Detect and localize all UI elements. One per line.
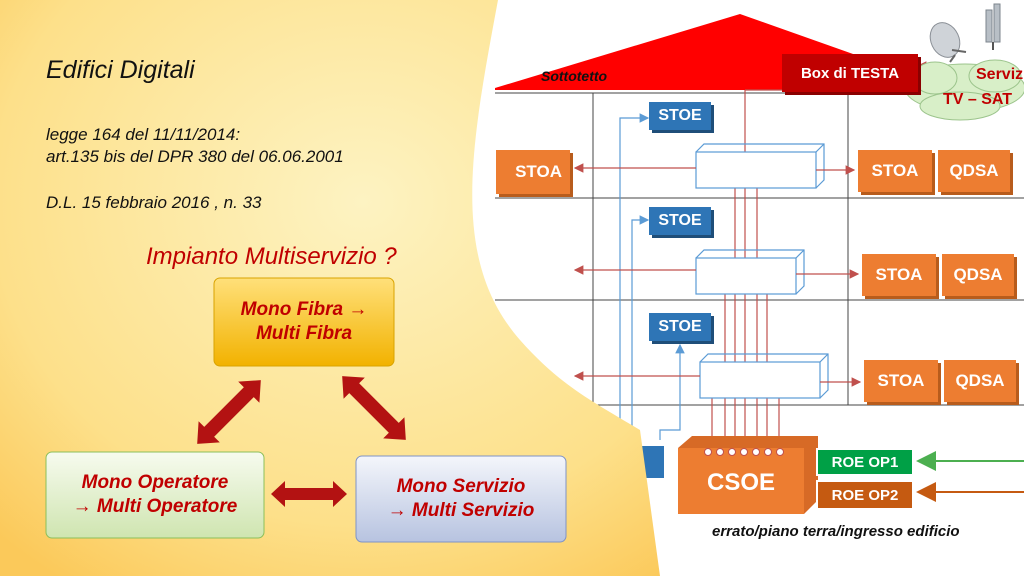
box-servizio: Mono Servizio → Multi Servizio <box>356 456 566 542</box>
slide-title: Edifici Digitali <box>46 56 195 84</box>
roof-label: Sottotetto <box>541 68 608 84</box>
box-servizio-bg <box>355 455 567 543</box>
stoe-box-floor2: STOE <box>649 207 711 235</box>
building-diagram <box>495 3 1024 514</box>
stoe-box-floor1: STOE <box>649 313 711 341</box>
box-operatore: Mono Operatore → Multi Operatore <box>46 452 264 538</box>
antenna-icon <box>985 3 1001 50</box>
box-fibra-bg <box>213 277 395 367</box>
stoa-right-floor3: STOA <box>858 150 932 192</box>
law-ref-line2: art.135 bis del DPR 380 del 06.06.2001 <box>46 147 344 166</box>
double-arrow-left-icon <box>197 380 261 444</box>
service-label-line1: Serviz <box>976 66 1024 83</box>
box-testa: Box di TESTA <box>782 54 918 92</box>
basement-label: errato/piano terra/ingresso edificio <box>712 523 960 540</box>
roe-op1-box: ROE OP1 <box>816 448 914 476</box>
roof <box>495 14 870 90</box>
roe-op2-box: ROE OP2 <box>816 480 914 510</box>
service-label-line2: TV – SAT <box>943 91 1013 108</box>
csoe-label: CSOE <box>706 469 775 496</box>
box-servizio-line1: Mono Servizio <box>396 476 526 498</box>
stoa-right-floor1: STOA <box>864 360 938 402</box>
stoa-right-floor2: STOA <box>862 254 936 296</box>
qdsa-floor1: QDSA <box>944 360 1016 402</box>
law-ref-line1: legge 164 del 11/11/2014: <box>46 125 241 144</box>
stoe-box-floor3: STOE <box>649 102 711 130</box>
double-arrow-right-icon <box>342 376 406 440</box>
box-operatore-line2: → Multi Operatore <box>72 496 238 517</box>
double-arrows <box>197 376 406 507</box>
double-arrow-bottom-icon <box>271 481 347 507</box>
question-heading: Impianto Multiservizio ? <box>146 243 397 270</box>
box-operatore-line1: Mono Operatore <box>81 472 229 494</box>
box-fibra-line2: Multi Fibra <box>255 323 353 344</box>
law-ref-decree: D.L. 15 febbraio 2016 , n. 33 <box>46 193 262 212</box>
box-fibra: Mono Fibra → Multi Fibra <box>214 278 394 366</box>
service-cloud <box>904 59 1024 121</box>
box-operatore-bg <box>45 451 265 539</box>
csoe-box <box>678 448 804 514</box>
box-servizio-line2: → Multi Servizio <box>387 500 535 521</box>
box-fibra-line1: Mono Fibra → <box>240 299 368 321</box>
qdsa-floor2: QDSA <box>942 254 1014 296</box>
qdsa-floor3: QDSA <box>938 150 1010 192</box>
stoa-left-floor3: STOA <box>496 150 570 194</box>
satellite-dish-icon <box>929 22 967 63</box>
